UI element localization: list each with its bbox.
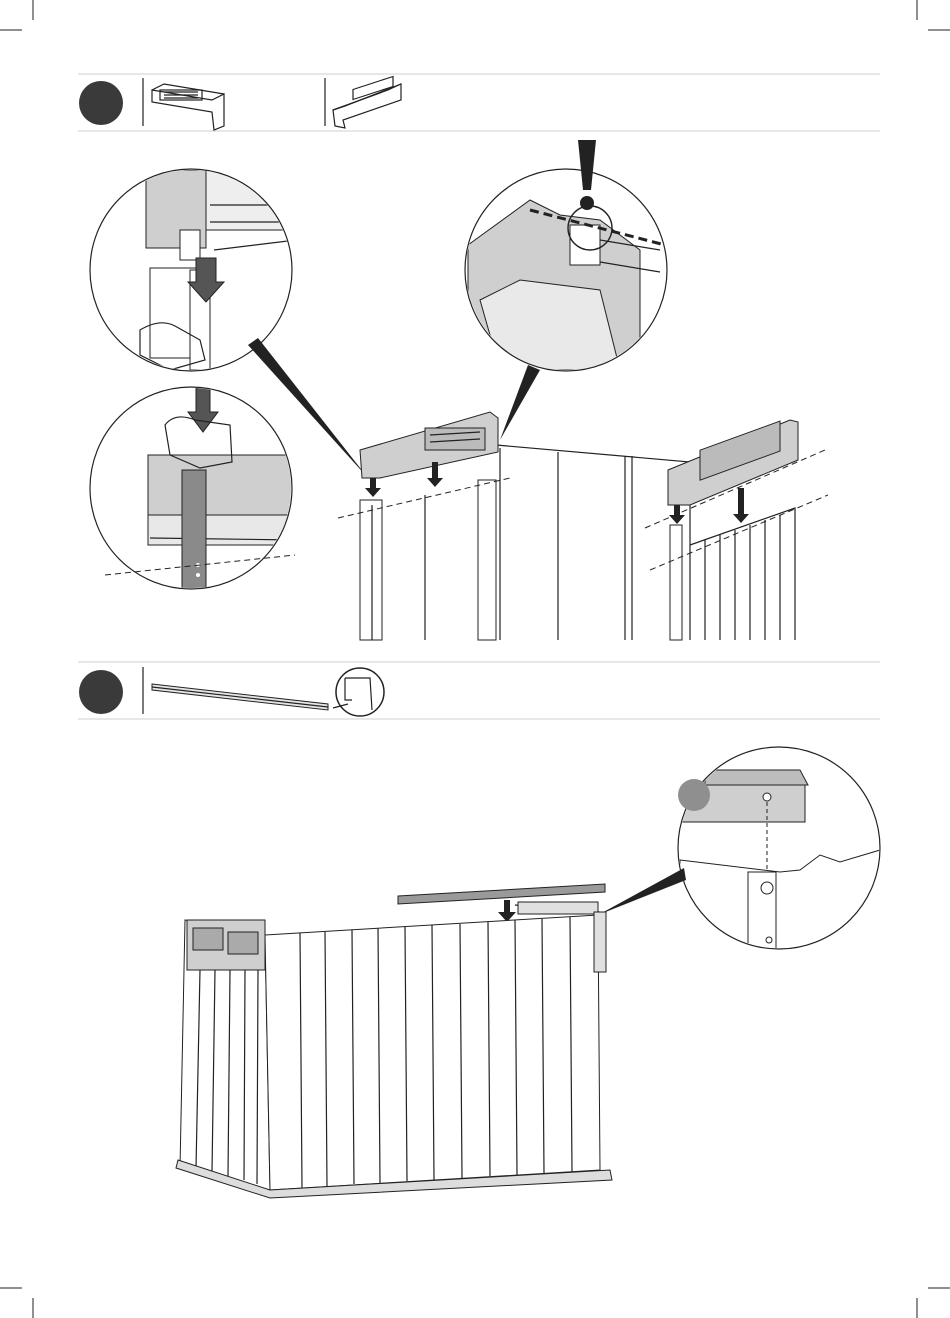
- step-1-header: [78, 74, 880, 131]
- reference-badge: [678, 779, 710, 811]
- detail-press-vent: [90, 387, 298, 600]
- detail-alignment-check: [465, 140, 667, 390]
- rail-part: [152, 684, 328, 710]
- step-2-header: [78, 662, 880, 719]
- step-number-badge: [79, 670, 123, 714]
- warning-exclamation-icon: [578, 140, 596, 210]
- detail-rail-screw: [678, 747, 880, 960]
- callout-pointer: [598, 868, 686, 915]
- vent-right-part: [333, 77, 401, 128]
- down-arrow-icon: [498, 900, 516, 922]
- vent-left-part: [152, 84, 224, 130]
- step-number-badge: [79, 81, 123, 125]
- detail-insert-post: [90, 169, 296, 371]
- shed-top-view-step1: [338, 412, 828, 640]
- rail-profile-detail: [333, 668, 384, 716]
- callout-pointer: [500, 365, 540, 440]
- shed-main-step2: [176, 884, 612, 1198]
